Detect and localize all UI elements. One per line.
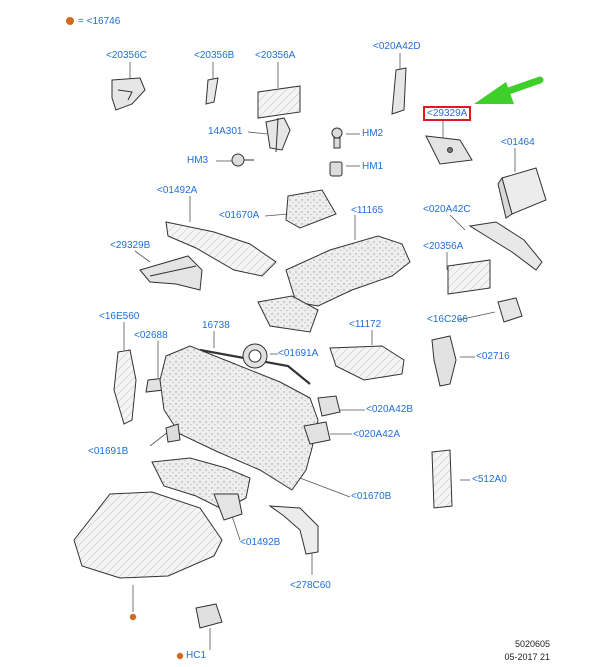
part-label-HM2[interactable]: HM2 <box>362 128 384 139</box>
reference-block: 5020605 05-2017 21 <box>470 638 550 664</box>
part-label-01670A[interactable]: <01670A <box>219 210 260 221</box>
part-label-HC1[interactable]: HC1 <box>186 650 207 661</box>
pointer-arrow-icon <box>474 76 544 104</box>
part-label-20356C[interactable]: <20356C <box>106 50 147 61</box>
part-label-20356B[interactable]: <20356B <box>194 50 235 61</box>
part-label-01691A[interactable]: <01691A <box>278 348 319 359</box>
part-label-020A42A[interactable]: <020A42A <box>353 429 400 440</box>
part-shapes <box>73 67 547 629</box>
part-label-14A301[interactable]: 14A301 <box>208 126 243 137</box>
part-label-020A42C[interactable]: <020A42C <box>423 204 471 215</box>
leader-lines <box>123 53 516 650</box>
part-label-01464[interactable]: <01464 <box>501 137 535 148</box>
part-label-20356A-mid[interactable]: <20356A <box>423 241 464 252</box>
part-label-01492B[interactable]: <01492B <box>240 537 281 548</box>
part-label-01492A[interactable]: <01492A <box>157 185 198 196</box>
part-label-512A0[interactable]: <512A0 <box>472 474 507 485</box>
part-label-16738[interactable]: 16738 <box>202 320 230 331</box>
part-label-020A42B[interactable]: <020A42B <box>366 404 413 415</box>
part-label-020A42D[interactable]: <020A42D <box>373 41 421 52</box>
part-label-20356A-top[interactable]: <20356A <box>255 50 296 61</box>
part-label-29329B[interactable]: <29329B <box>110 240 151 251</box>
part-label-01670B[interactable]: <01670B <box>351 491 392 502</box>
part-label-02716[interactable]: <02716 <box>476 351 510 362</box>
part-label-29329A-highlighted[interactable]: <29329A <box>423 106 472 121</box>
part-label-16C266[interactable]: <16C266 <box>427 314 468 325</box>
part-label-01691B[interactable]: <01691B <box>88 446 129 457</box>
part-label-11172[interactable]: <11172 <box>349 319 382 330</box>
reference-date: 05-2017 21 <box>504 652 550 662</box>
legend: = <16746 <box>66 16 120 27</box>
part-label-278C60[interactable]: <278C60 <box>290 580 331 591</box>
legend-text: = <16746 <box>78 16 121 27</box>
orange-markers <box>129 613 184 660</box>
part-label-02688[interactable]: <02688 <box>134 330 168 341</box>
part-label-HM1[interactable]: HM1 <box>362 161 384 172</box>
part-label-11165[interactable]: <11165 <box>351 205 384 216</box>
orange-marker-icon <box>66 17 74 26</box>
part-label-16E560[interactable]: <16E560 <box>99 311 140 322</box>
reference-number: 5020605 <box>514 639 550 649</box>
part-label-HM3[interactable]: HM3 <box>187 155 209 166</box>
